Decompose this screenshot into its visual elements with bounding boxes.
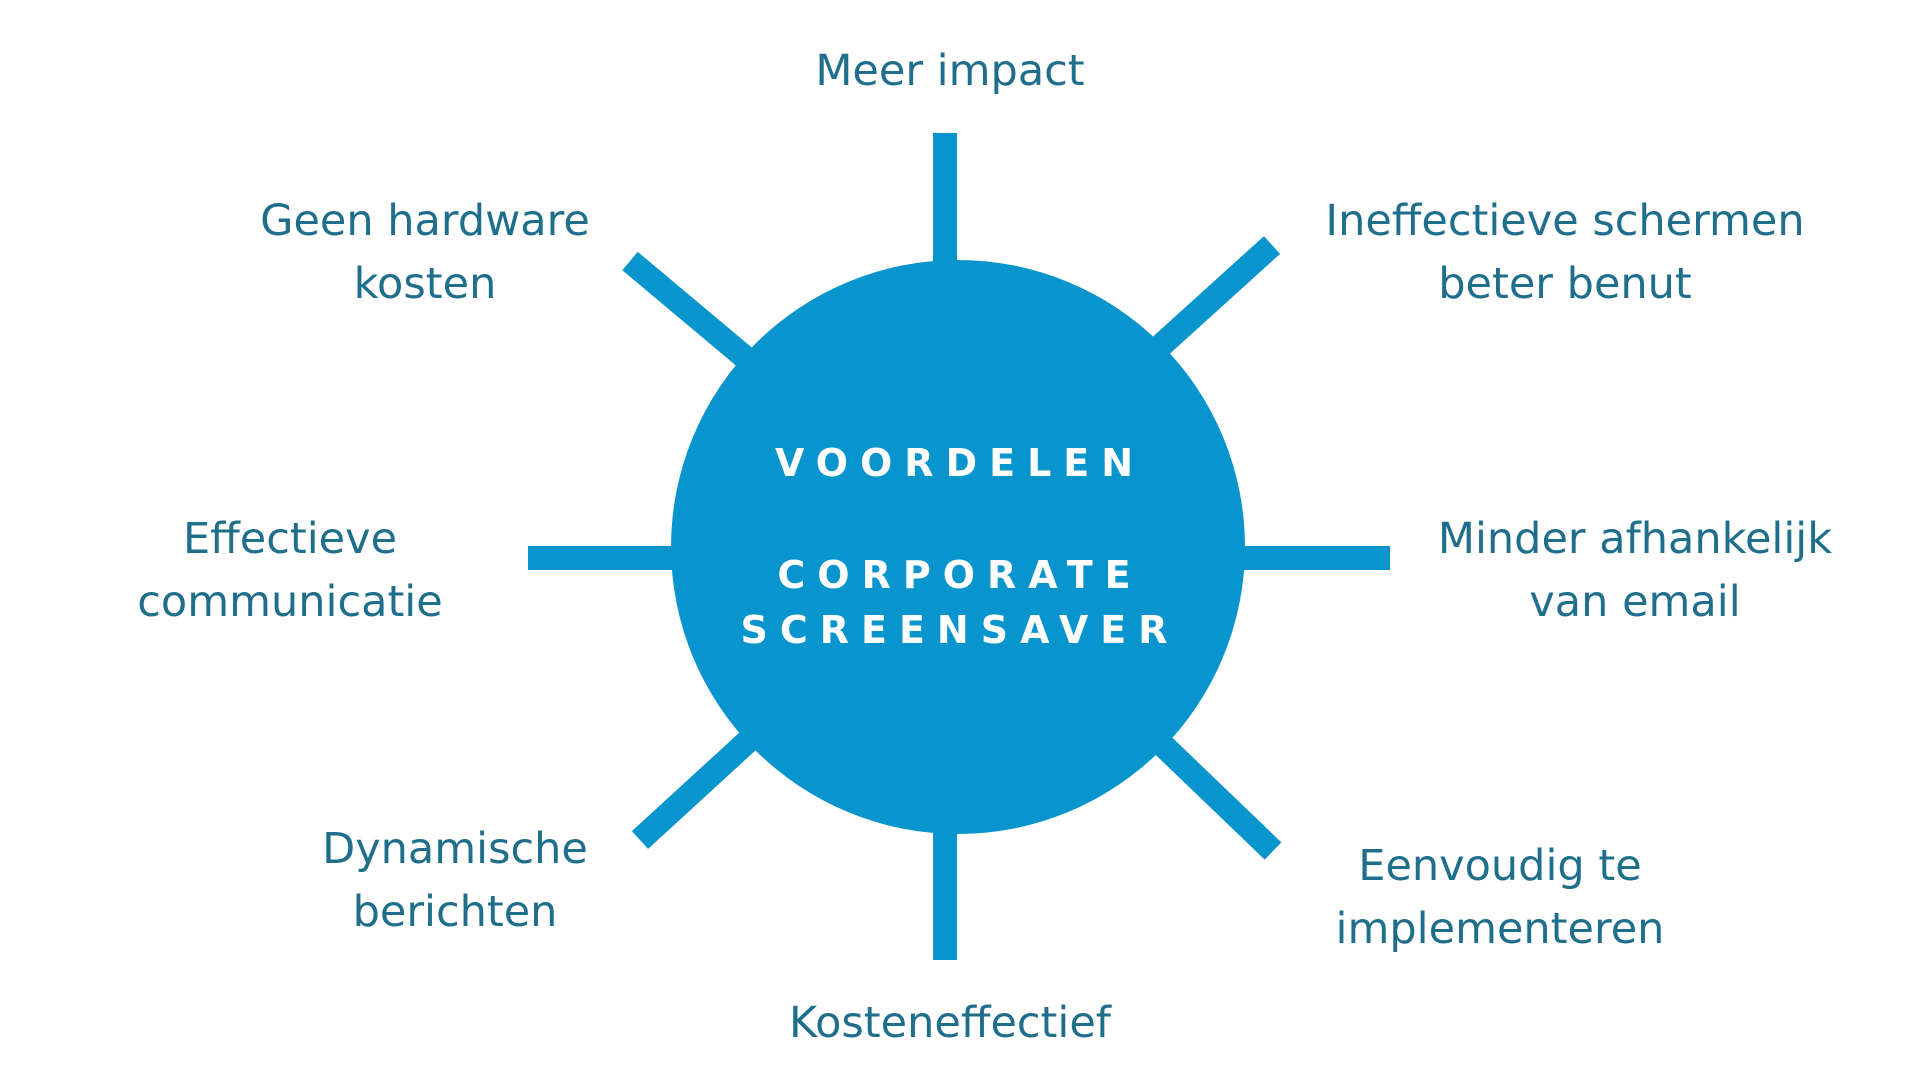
benefit-top-right: Ineffectieve schermen beter benut	[1305, 190, 1825, 316]
benefit-bottom-right-line2: implementeren	[1335, 904, 1665, 954]
benefit-bottom-right: Eenvoudig te implementeren	[1305, 835, 1695, 961]
hub-subtitle-line1: CORPORATE	[777, 553, 1143, 597]
benefit-bottom-line1: Kosteneffectief	[789, 998, 1111, 1048]
spoke-top	[933, 133, 957, 283]
spoke-bottom-right	[1136, 719, 1282, 860]
benefit-top-right-line2: beter benut	[1438, 259, 1692, 309]
benefit-left-line2: communicatie	[137, 577, 443, 627]
hub-subtitle-line2: SCREENSAVER	[740, 608, 1180, 652]
hub-title: VOORDELEN	[774, 441, 1146, 485]
benefit-top-left: Geen hardware kosten	[225, 190, 625, 316]
benefit-bottom-left-line1: Dynamische	[322, 824, 588, 874]
benefit-bottom: Kosteneffectief	[720, 992, 1180, 1055]
benefit-bottom-left-line2: berichten	[352, 887, 558, 937]
benefit-top-right-line1: Ineffectieve schermen	[1325, 196, 1805, 246]
benefit-top: Meer impact	[720, 40, 1180, 103]
benefit-right-line2: van email	[1529, 577, 1741, 627]
benefit-left: Effectieve communicatie	[95, 508, 485, 634]
spoke-top-right	[1136, 236, 1281, 369]
benefit-top-left-line1: Geen hardware	[260, 196, 590, 246]
benefit-right-line1: Minder afhankelijk	[1437, 514, 1833, 564]
benefit-bottom-right-line1: Eenvoudig te	[1358, 841, 1642, 891]
benefit-top-left-line2: kosten	[353, 259, 497, 309]
spoke-bottom-left	[631, 721, 769, 849]
hub-circle	[671, 260, 1245, 834]
benefit-top-line1: Meer impact	[815, 46, 1085, 96]
benefit-bottom-left: Dynamische berichten	[290, 818, 620, 944]
spoke-top-left	[622, 251, 768, 380]
benefit-left-line1: Effectieve	[182, 514, 398, 564]
benefit-right: Minder afhankelijk van email	[1400, 508, 1870, 634]
